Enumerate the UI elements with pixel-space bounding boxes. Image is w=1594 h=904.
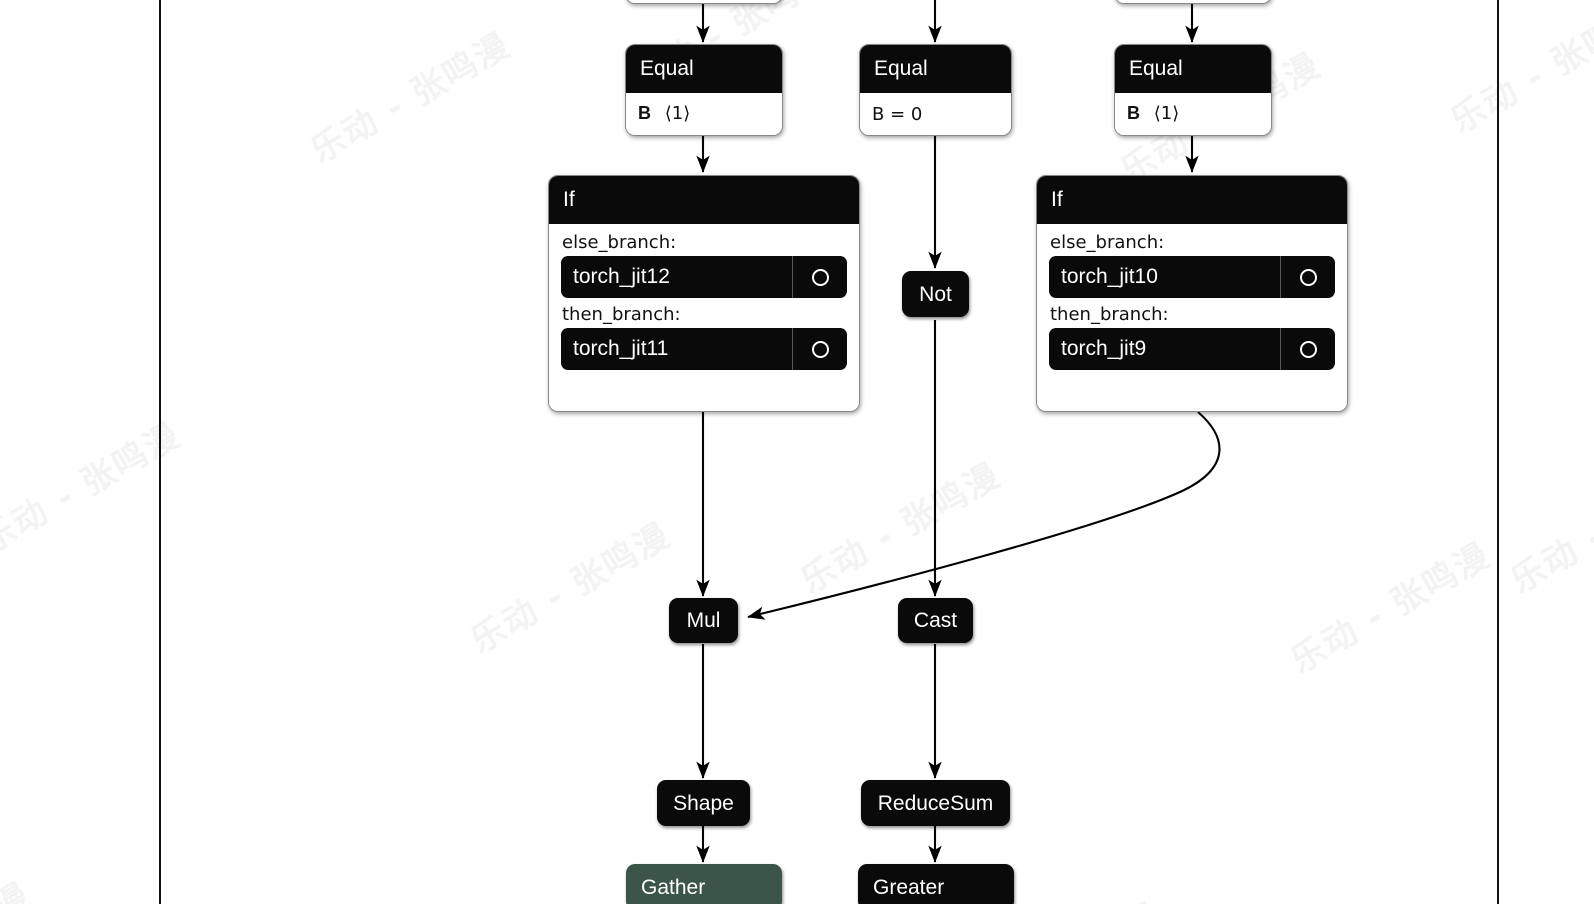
then-branch-value: torch_jit11 — [573, 337, 669, 360]
node-equal-mid[interactable]: Equal B = 0 — [859, 44, 1012, 136]
node-title: Equal — [1115, 45, 1271, 93]
subgraph-frame-left — [159, 0, 161, 904]
node-gather[interactable]: Gather — [626, 864, 782, 904]
attribute-row: B ⟨1⟩ — [1127, 99, 1259, 124]
subgraph-frame-right — [1497, 0, 1499, 904]
node-branches: else_branch: torch_jit10 then_branch: to… — [1037, 224, 1347, 411]
node-equal-right[interactable]: Equal B ⟨1⟩ — [1114, 44, 1272, 136]
partial-body — [1115, 0, 1271, 3]
node-not[interactable]: Not — [902, 271, 969, 317]
node-branches: else_branch: torch_jit12 then_branch: to… — [549, 224, 859, 411]
node-title: Equal — [860, 45, 1011, 93]
attribute-row: B ⟨1⟩ — [638, 99, 770, 124]
node-shape[interactable]: Shape — [657, 780, 750, 826]
node-title: Equal — [626, 45, 782, 93]
circle-icon[interactable] — [792, 328, 847, 370]
node-greater[interactable]: Greater — [858, 864, 1014, 904]
then-branch-label: then_branch: — [1050, 304, 1169, 325]
partial-body — [626, 0, 782, 3]
then-branch-pill[interactable]: torch_jit11 — [561, 328, 847, 370]
node-attributes: B ⟨1⟩ — [1115, 93, 1271, 135]
node-title: If — [549, 176, 859, 224]
node-attributes: B ⟨1⟩ — [626, 93, 782, 135]
circle-icon[interactable] — [1280, 328, 1335, 370]
else-branch-pill[interactable]: torch_jit10 — [1049, 256, 1335, 298]
node-cast[interactable]: Cast — [898, 598, 973, 643]
else-branch-label: else_branch: — [1050, 232, 1165, 253]
circle-icon[interactable] — [792, 256, 847, 298]
node-if-left[interactable]: If else_branch: torch_jit12 then_branch:… — [548, 175, 860, 412]
edge-if-right-to-mul — [747, 411, 1221, 620]
node-above-right-partial[interactable] — [1114, 0, 1272, 4]
else-branch-value: torch_jit10 — [1061, 265, 1158, 288]
node-reducesum[interactable]: ReduceSum — [861, 780, 1010, 826]
else-branch-label: else_branch: — [562, 232, 677, 253]
then-branch-label: then_branch: — [562, 304, 681, 325]
attribute-key: B — [638, 103, 651, 123]
attribute-value: ⟨1⟩ — [1153, 103, 1180, 124]
node-above-left-partial[interactable] — [625, 0, 783, 4]
node-attributes: B = 0 — [860, 93, 1011, 135]
attribute-row: B = 0 — [872, 104, 923, 125]
else-branch-pill[interactable]: torch_jit12 — [561, 256, 847, 298]
else-branch-value: torch_jit12 — [573, 265, 670, 288]
then-branch-pill[interactable]: torch_jit9 — [1049, 328, 1335, 370]
node-title: If — [1037, 176, 1347, 224]
then-branch-value: torch_jit9 — [1061, 337, 1147, 360]
node-equal-left[interactable]: Equal B ⟨1⟩ — [625, 44, 783, 136]
circle-icon[interactable] — [1280, 256, 1335, 298]
node-mul[interactable]: Mul — [669, 598, 738, 643]
attribute-value: ⟨1⟩ — [664, 103, 691, 124]
attribute-key: B — [1127, 103, 1140, 123]
node-if-right[interactable]: If else_branch: torch_jit10 then_branch:… — [1036, 175, 1348, 412]
